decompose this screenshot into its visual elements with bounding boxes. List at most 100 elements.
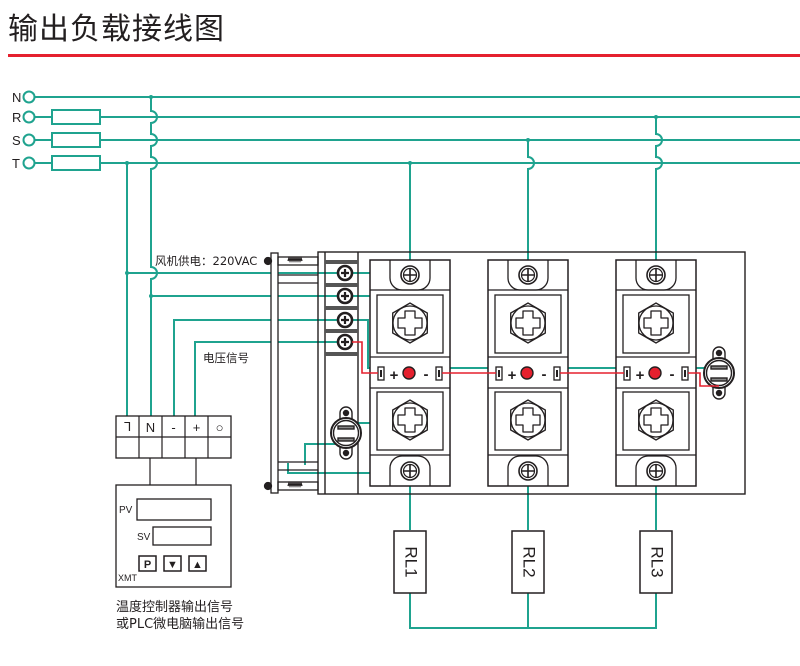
terminal-separator: [325, 283, 358, 287]
sv-label: SV: [137, 532, 151, 543]
phase-drop-line-2: [527, 140, 535, 303]
fuse-s: [51, 132, 101, 148]
heatsink: [317, 251, 746, 495]
terminal-t: [22, 156, 36, 170]
fan-power-label: 风机供电：220VAC: [155, 254, 257, 268]
controller-model-label: XMT: [118, 573, 138, 583]
solid-state-relay-2: +-: [487, 259, 569, 487]
thermostat-contact: [337, 437, 355, 442]
terminal-slot: [380, 370, 382, 377]
status-led: [648, 366, 662, 380]
signal-wires: [352, 341, 719, 387]
screw-recess: [635, 455, 677, 486]
phillips-recess: [515, 407, 541, 433]
cooling-fan: [263, 252, 319, 494]
load-resistor: [511, 530, 545, 594]
thermostat-right: [703, 346, 735, 400]
controller-caption-2: 或PLC微电脑输出信号: [116, 616, 244, 632]
phase-label-r: R: [12, 110, 21, 125]
mount-hole: [342, 409, 350, 417]
minus-sign: -: [542, 366, 547, 383]
thermostat-contact: [710, 377, 728, 382]
phillips-recess: [643, 407, 669, 433]
voltage-signal-label: 电压信号: [203, 351, 249, 365]
phillips-recess: [397, 407, 423, 433]
minus-sign: -: [424, 366, 429, 383]
fuse-r: [51, 109, 101, 125]
terminal-separator: [325, 306, 358, 310]
screw-slot: [650, 465, 662, 477]
mount-hole: [715, 349, 723, 357]
terminal-separator: [325, 260, 358, 264]
screw-slot: [404, 269, 416, 281]
load-label-1: RL1: [402, 546, 421, 577]
screw-recess: [507, 455, 549, 486]
title-underline: [8, 54, 800, 57]
spring-coil: [287, 480, 303, 489]
pv-label: PV: [119, 505, 133, 516]
controller-button-1[interactable]: [163, 555, 182, 572]
screw-slot: [341, 269, 349, 277]
neutral-drop-line: [150, 97, 158, 416]
controller-button-label-0: P: [144, 559, 151, 571]
controller-terminal-2: -: [171, 420, 175, 435]
pv-display: [136, 498, 212, 521]
fan-terminal-block: [325, 260, 358, 356]
thermostat-left: [330, 406, 362, 460]
fuse-t: [51, 155, 101, 171]
load-3: RL3: [639, 530, 673, 594]
sv-display: [152, 526, 212, 546]
screw-slot: [341, 338, 349, 346]
screw-slot: [341, 292, 349, 300]
terminal-slot: [684, 370, 686, 377]
plus-sign: +: [390, 367, 399, 384]
spring-coil: [287, 255, 303, 264]
terminal-separator: [325, 352, 358, 356]
plus-sign: +: [508, 367, 517, 384]
mount-hole: [342, 449, 350, 457]
phase-label-n: N: [12, 90, 21, 105]
thermostat-ring: [705, 359, 733, 387]
load-resistor: [393, 530, 427, 594]
load-resistor: [639, 530, 673, 594]
controller-terminal-0: L: [124, 419, 131, 434]
fan-bolt: [263, 256, 273, 266]
screw-slot: [404, 465, 416, 477]
terminal-s: [22, 133, 36, 147]
terminal-r: [22, 110, 36, 124]
phase-drop-line-3: [655, 117, 663, 303]
signal-plus-line: [194, 341, 345, 416]
signal-wire-out: [688, 372, 719, 387]
controller-button-0[interactable]: [138, 555, 157, 572]
thermostat-contact: [337, 425, 355, 430]
status-led: [520, 366, 534, 380]
phase-label-t: T: [12, 156, 20, 171]
load-label-3: RL3: [648, 546, 667, 577]
controller-button-label-2: ▲: [192, 559, 203, 571]
controller-terminal-4: ○: [216, 420, 224, 435]
load-2: RL2: [511, 530, 545, 594]
controller-terminal-3: +: [193, 420, 201, 435]
load-label-2: RL2: [520, 546, 539, 577]
terminal-n: [22, 90, 36, 104]
fan-bolt: [263, 481, 273, 491]
solid-state-relay-1: +-: [369, 259, 451, 487]
mount-hole: [715, 389, 723, 397]
signal-wire-in: [352, 341, 378, 374]
screw-slot: [522, 465, 534, 477]
controller-button-2[interactable]: [188, 555, 207, 572]
screw-slot: [650, 269, 662, 281]
fan-frame-left: [270, 252, 279, 494]
phillips-recess: [643, 310, 669, 336]
screw-recess: [389, 455, 431, 486]
terminal-separator: [325, 329, 358, 333]
thermostat-ring: [332, 419, 360, 447]
controller-button-label-1: ▼: [167, 559, 178, 571]
phillips-recess: [515, 310, 541, 336]
terminal-slot: [498, 370, 500, 377]
status-led: [402, 366, 416, 380]
terminal-slot: [438, 370, 440, 377]
